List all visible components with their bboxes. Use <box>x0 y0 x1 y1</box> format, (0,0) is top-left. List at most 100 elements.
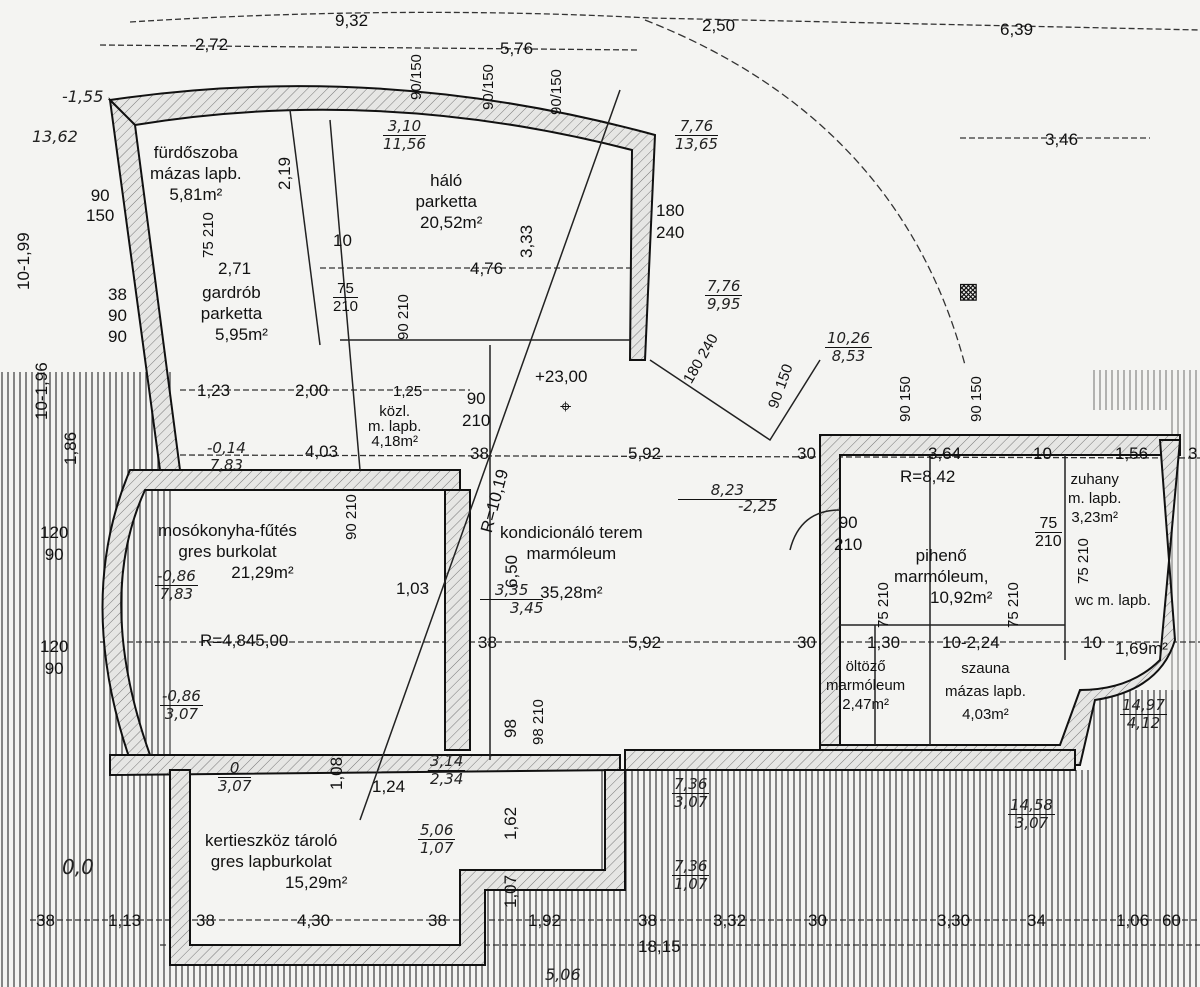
opening-width: 75 <box>1005 611 1022 628</box>
opening-label: 90 210 <box>343 494 361 540</box>
opening-width: 90 <box>395 323 412 340</box>
room-name: mosókonyha-fűtés <box>158 521 297 540</box>
room-name: kondicionáló terem <box>500 523 643 542</box>
opening-width: 90 <box>897 405 914 422</box>
opening-height: 210 <box>1075 538 1092 564</box>
opening-height: 90 <box>108 306 127 325</box>
room-floor: marmóleum <box>826 677 906 694</box>
opening-width: 75 <box>333 280 359 298</box>
arc-dimension-line <box>644 19 966 366</box>
dimension-label: 1,30 <box>867 633 901 652</box>
interior-lines <box>289 89 1066 821</box>
level-marker-icon: ⌖ <box>560 396 572 418</box>
dimension-label: 1,24 <box>372 777 406 796</box>
level-top: 14,58 <box>1008 796 1055 815</box>
dimension-label: 1,62 <box>501 806 520 840</box>
opening-height: 210 <box>530 699 547 725</box>
opening-width: 75 <box>875 611 892 628</box>
radius-label: R=8,42 <box>900 467 956 486</box>
level-top: -0,86 <box>160 687 203 706</box>
level-bottom: 2,34 <box>430 770 464 788</box>
room-name: wc <box>1075 592 1094 609</box>
column-marker-icon: ▩ <box>958 278 979 303</box>
level-top: 3,10 <box>383 118 426 136</box>
room-floor: m. lapb. <box>368 418 422 435</box>
opening-label: 90 150 <box>897 376 915 422</box>
room-floor: gres burkolat <box>178 542 277 561</box>
level-bottom: 3,45 <box>510 599 544 617</box>
room-name: kertieszköz tároló <box>205 831 338 850</box>
dimension-label: 6,39 <box>1000 20 1034 39</box>
room-area: 20,52m² <box>420 213 483 232</box>
room-wc: wc m. lapb. <box>1075 592 1151 610</box>
level-bottom: 7,83 <box>209 456 244 474</box>
dimension-label: 34 <box>1027 911 1046 930</box>
dimension-label: 30 <box>797 444 816 463</box>
opening-height: 150 <box>968 376 985 402</box>
terrain-hatch-bottom <box>480 690 1200 987</box>
room-floor: parketta <box>200 304 263 323</box>
level-bottom: 3,07 <box>164 705 199 723</box>
dimension-label: 5,06 <box>545 965 581 984</box>
room-kozl: közl.m. lapb.4,18m² <box>368 404 421 449</box>
dimension-label: 10 <box>1083 633 1102 652</box>
opening-width: 90 <box>108 327 127 346</box>
dimension-label: 30 <box>808 911 827 930</box>
room-area: 21,29m² <box>231 563 294 582</box>
level-top: 7,76 <box>705 277 743 296</box>
opening-width: 75 <box>1075 567 1092 584</box>
room-name: zuhany <box>1070 471 1119 488</box>
dimension-label: 4,76 <box>470 259 504 278</box>
opening-label: 90/150 <box>548 69 565 115</box>
dimension-label: 5,92 <box>628 633 662 652</box>
dimension-label: 38 <box>470 444 489 463</box>
level-bottom: 3,07 <box>1014 814 1049 832</box>
level-bottom: 11,56 <box>383 135 426 153</box>
dimension-label: 2,00 <box>295 381 329 400</box>
opening-height: 240 <box>656 223 685 242</box>
level-annotation: -1,55 <box>62 87 104 106</box>
room-area: 3,23m² <box>1071 509 1119 526</box>
level-top: 3,14 <box>428 752 466 771</box>
room-floor: mázas lapb. <box>150 164 242 183</box>
level-annotation: 8,23-2,25 <box>678 482 777 515</box>
dimension-label: 1,56 <box>1115 444 1149 463</box>
opening-height: 150 <box>86 206 115 225</box>
level-top: 14,97 <box>1120 696 1167 715</box>
opening-width: 75 <box>1035 515 1062 533</box>
room-area: 5,81m² <box>169 185 223 204</box>
dimension-label: 4,30 <box>297 911 331 930</box>
opening-height: 210 <box>462 411 491 430</box>
opening-width: 75 <box>200 241 217 258</box>
dimension-label: 1,08 <box>327 756 346 790</box>
opening-label: 90/150 <box>408 54 425 100</box>
opening-height: 150 <box>480 64 497 90</box>
dimension-label: 3,32 <box>713 911 747 930</box>
dimension-label: 38 <box>36 911 55 930</box>
opening-label: 75 210 <box>200 212 218 258</box>
opening-width: 180 <box>656 201 685 220</box>
opening-label: 75 210 <box>1075 538 1093 584</box>
room-mosokonyha: mosókonyha-fűtés gres burkolat 21,29m² <box>158 520 297 583</box>
level-annotation: 13,62 <box>32 127 78 146</box>
room-floor: mázas lapb. <box>945 683 1026 700</box>
room-name: közl. <box>379 403 411 420</box>
room-floor: parketta <box>415 192 477 211</box>
